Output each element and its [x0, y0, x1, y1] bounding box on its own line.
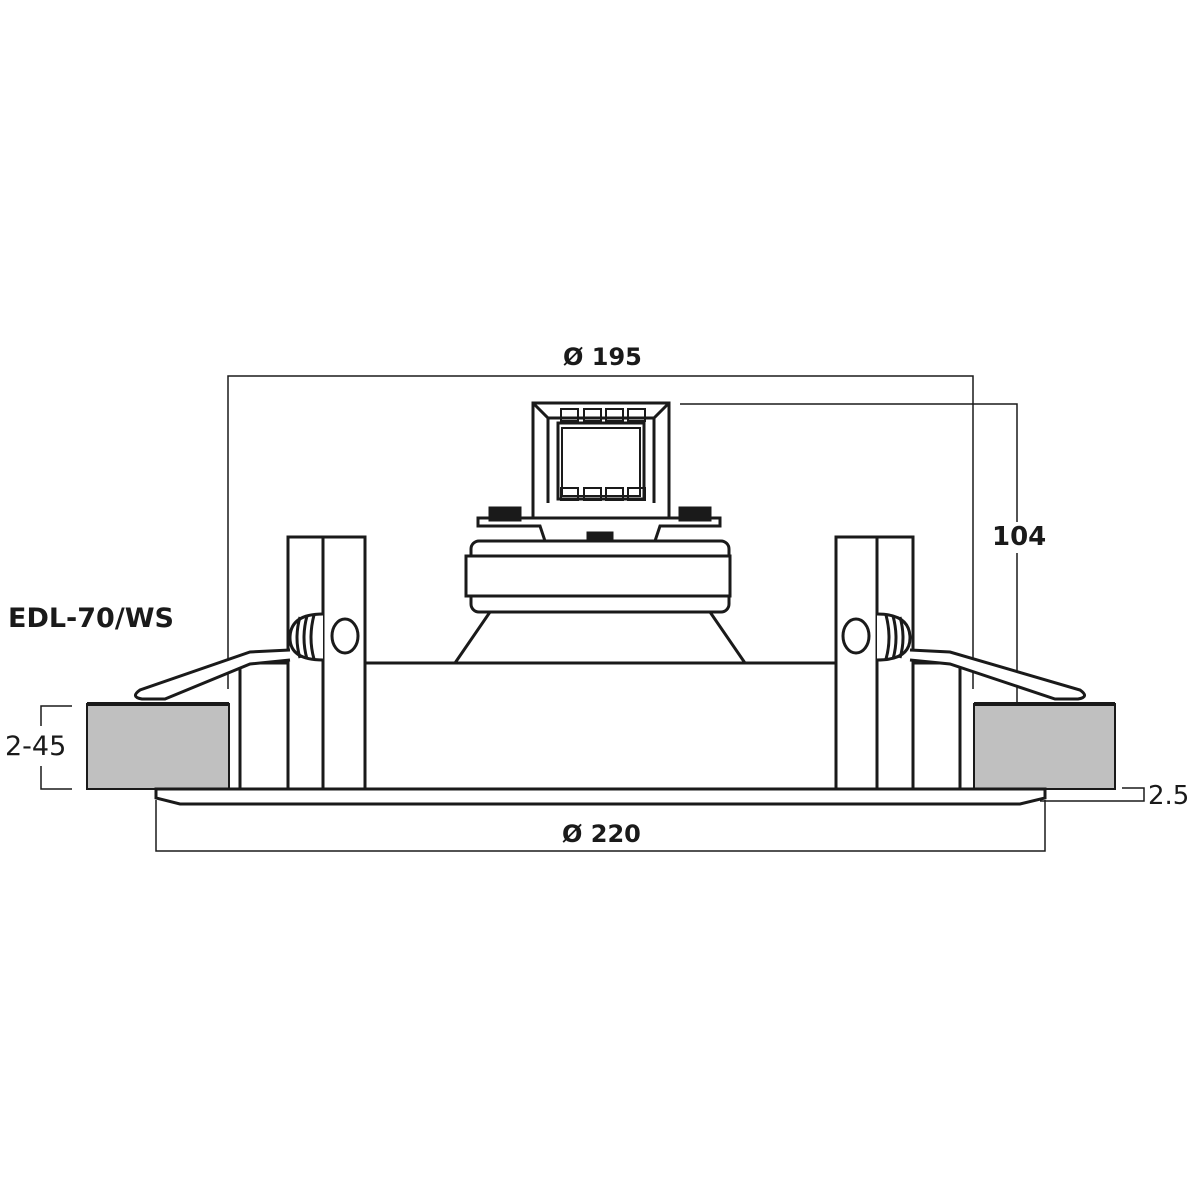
bracket-left — [286, 535, 367, 791]
hinge-hole-left — [330, 617, 360, 655]
dim-bracket-2-45 — [40, 705, 72, 726]
ceiling-panel-left — [86, 703, 230, 790]
dim-bracket-2.5 — [1040, 787, 1145, 802]
label-flange-thickness: 2.5 — [1148, 781, 1190, 811]
dim-line-diameter-195 — [227, 375, 974, 689]
magnet-band — [464, 554, 732, 598]
dim-line-height-104 — [680, 403, 1018, 522]
spring-left — [134, 612, 324, 701]
label-ceiling-thickness: 2-45 — [5, 731, 67, 762]
dim-line-diameter-220 — [155, 800, 1046, 852]
mount-plate — [476, 516, 722, 543]
model-label: EDL-70/WS — [8, 603, 174, 634]
bracket-right — [834, 535, 915, 791]
flange — [154, 787, 1047, 806]
label-height-104: 104 — [992, 522, 1047, 552]
spring-right — [876, 612, 1086, 701]
label-diameter-220: Ø 220 — [562, 820, 641, 848]
speaker-cone — [452, 610, 748, 665]
hinge-hole-right — [841, 617, 871, 655]
ceiling-panel-right — [973, 703, 1116, 790]
label-diameter-195: Ø 195 — [563, 343, 642, 371]
